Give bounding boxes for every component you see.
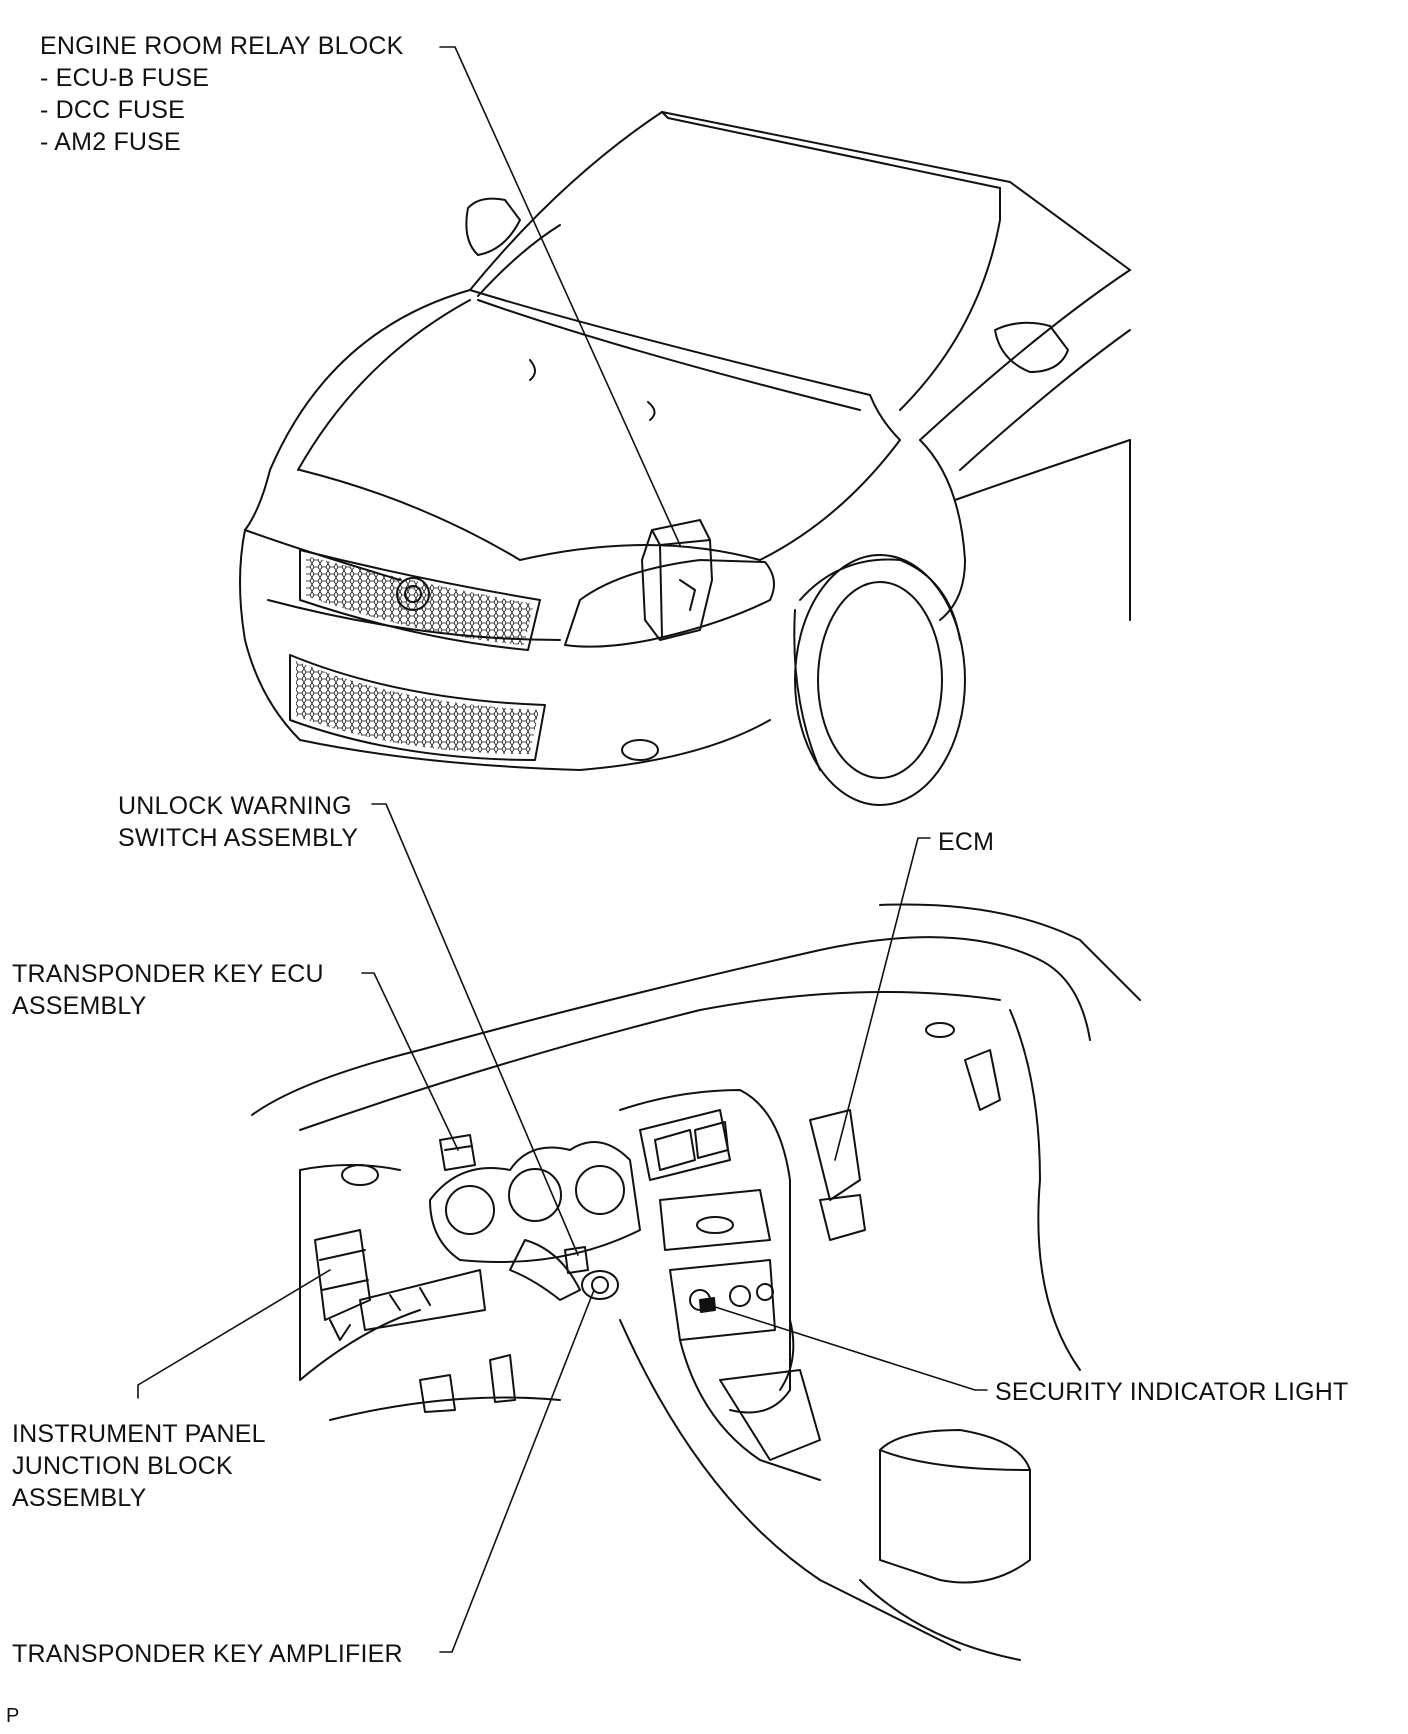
transponder-key-ecu-line2: ASSEMBLY <box>12 992 147 1020</box>
label-ecm: ECM <box>938 826 994 858</box>
label-instrument-panel-junction-block: INSTRUMENT PANEL JUNCTION BLOCK ASSEMBLY <box>12 1418 266 1514</box>
instrument-panel-junction-block-line2: JUNCTION BLOCK <box>12 1452 233 1480</box>
leader-security-indicator-light <box>711 1305 988 1391</box>
car-front-illustration <box>239 111 1131 806</box>
corner-mark: P <box>6 1705 20 1727</box>
leader-transponder-key-amplifier <box>439 1289 595 1653</box>
am2-fuse-item: - AM2 FUSE <box>40 128 181 156</box>
leader-transponder-key-ecu <box>361 972 459 1151</box>
leader-engine-room-relay-block <box>439 46 681 546</box>
dashboard-illustration <box>251 903 1141 1661</box>
leader-unlock-warning-switch <box>371 803 579 1256</box>
instrument-panel-junction-block-line1: INSTRUMENT PANEL <box>12 1420 266 1448</box>
leader-ecm <box>834 837 931 1161</box>
security-indicator-light-text: SECURITY INDICATOR LIGHT <box>995 1378 1349 1406</box>
upper-grille-mesh <box>306 556 534 645</box>
lower-grille-mesh <box>296 661 539 754</box>
dcc-fuse-item: - DCC FUSE <box>40 96 186 124</box>
transponder-key-ecu-line1: TRANSPONDER KEY ECU <box>12 960 324 988</box>
label-engine-room-relay-block: ENGINE ROOM RELAY BLOCK - ECU-B FUSE - D… <box>40 30 404 158</box>
unlock-warning-switch-line2: SWITCH ASSEMBLY <box>118 824 359 852</box>
label-transponder-key-amplifier: TRANSPONDER KEY AMPLIFIER <box>12 1638 403 1670</box>
label-transponder-key-ecu: TRANSPONDER KEY ECU ASSEMBLY <box>12 958 324 1022</box>
ecm-text: ECM <box>938 828 995 856</box>
instrument-panel-junction-block-line3: ASSEMBLY <box>12 1484 147 1512</box>
leader-lines <box>137 46 988 1653</box>
leader-instrument-panel-junction-block <box>137 1269 331 1399</box>
engine-room-relay-block-title: ENGINE ROOM RELAY BLOCK <box>40 32 404 60</box>
label-unlock-warning-switch: UNLOCK WARNING SWITCH ASSEMBLY <box>118 790 358 854</box>
unlock-warning-switch-line1: UNLOCK WARNING <box>118 792 352 820</box>
ecu-b-fuse-item: - ECU-B FUSE <box>40 64 210 92</box>
label-security-indicator-light: SECURITY INDICATOR LIGHT <box>995 1376 1348 1408</box>
transponder-key-amplifier-text: TRANSPONDER KEY AMPLIFIER <box>12 1640 403 1668</box>
